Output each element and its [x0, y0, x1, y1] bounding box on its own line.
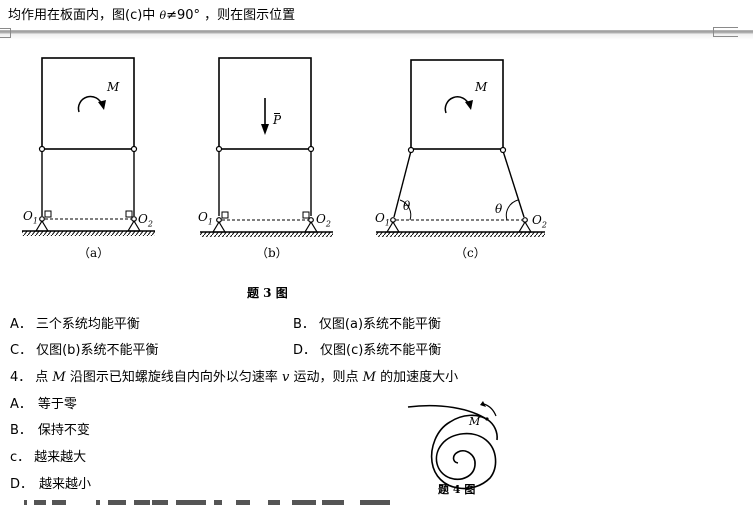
option-text: 仅图(b)系统不能平衡: [36, 343, 159, 358]
option-key: A．: [10, 317, 32, 332]
q3-option-d[interactable]: D．仅图(c)系统不能平衡: [293, 343, 441, 359]
o1-subscript: 1: [384, 218, 390, 228]
q4-text-2: 沿图示已知螺旋线自内向外以匀速率: [65, 370, 282, 385]
panel-c-label: （c）: [455, 246, 486, 260]
panel-a: [22, 57, 155, 236]
panel-c-o2-label: O2: [532, 213, 547, 229]
panel-a-o2-label: O2: [138, 212, 153, 228]
q4-option-d[interactable]: D． 越来越小: [10, 477, 91, 493]
panel-c-o1-label: O1: [375, 211, 390, 227]
q4-speed-v: v: [282, 370, 290, 385]
option-text: 越来越大: [34, 450, 87, 465]
option-text: 保持不变: [37, 423, 90, 438]
q3-option-c[interactable]: C．仅图(b)系统不能平衡: [10, 343, 158, 359]
q3-option-a[interactable]: A．三个系统均能平衡: [10, 317, 140, 333]
option-text: 越来越小: [39, 477, 92, 492]
option-key: B．: [10, 423, 32, 438]
page-break-shadow: [0, 34, 753, 40]
panel-a-o1-label: O1: [23, 209, 38, 225]
q4-option-b[interactable]: B． 保持不变: [10, 423, 90, 439]
cropped-next-line: [24, 500, 390, 505]
q4-text-3: 运动，则点: [289, 370, 363, 385]
option-key: c．: [10, 450, 31, 465]
q4-point-m: M: [52, 370, 66, 385]
o2-subscript: 2: [325, 219, 331, 229]
option-text: 仅图(a)系统不能平衡: [318, 317, 442, 332]
o2-letter: O: [138, 212, 148, 226]
theta-symbol: θ: [159, 9, 167, 22]
panel-b-o2-label: O2: [316, 212, 331, 228]
option-text: 三个系统均能平衡: [35, 317, 140, 332]
q4-point-m-2: M: [362, 370, 376, 385]
o1-letter: O: [23, 209, 33, 223]
q3-option-b[interactable]: B．仅图(a)系统不能平衡: [293, 317, 441, 333]
right-margin-marker: [713, 27, 738, 37]
spiral-curve: [430, 414, 497, 490]
panel-b-force-label: P: [273, 113, 282, 127]
option-key: B．: [293, 317, 315, 332]
q4-text-1: 点: [35, 370, 53, 385]
option-key: C．: [10, 343, 33, 358]
question-stem-fragment: 均作用在板面内，图(c)中 θ≠90° ，则在图示位置: [8, 8, 295, 24]
panel-c-theta-left: θ: [403, 199, 411, 213]
panel-c-theta-right: θ: [495, 202, 503, 216]
panel-a-moment-label: M: [107, 80, 120, 94]
figure-4-caption: 题 4 图: [438, 483, 476, 496]
o1-letter: O: [375, 211, 385, 225]
figure-4-point-label: M: [469, 415, 481, 428]
panel-c-moment-label: M: [475, 80, 488, 94]
stem-text-after: ≠90° ，则在图示位置: [166, 8, 296, 23]
o1-subscript: 1: [207, 217, 213, 227]
figure-3-diagram: [22, 57, 545, 237]
force-vector-bar: [274, 113, 280, 114]
panel-b-label: （b）: [256, 246, 288, 260]
o2-letter: O: [316, 212, 326, 226]
figure-3-caption: 题 3 图: [247, 286, 288, 300]
option-text: 仅图(c)系统不能平衡: [320, 343, 442, 358]
q4-option-c[interactable]: c．越来越大: [10, 450, 86, 466]
panel-b: [200, 57, 333, 237]
option-key: D．: [10, 477, 34, 492]
o1-subscript: 1: [32, 216, 38, 226]
left-margin-marker: [0, 28, 11, 38]
panel-b-o1-label: O1: [198, 210, 213, 226]
o2-letter: O: [532, 213, 542, 227]
panel-c: [376, 59, 545, 237]
option-key: A．: [10, 397, 32, 412]
q4-number: 4．: [10, 370, 32, 385]
o1-letter: O: [198, 210, 208, 224]
stem-text-before: 均作用在板面内，图(c)中: [8, 8, 160, 23]
option-text: 等于零: [37, 397, 77, 412]
page-break-separator: [0, 30, 753, 34]
q4-option-a[interactable]: A． 等于零: [10, 397, 77, 413]
option-key: D．: [293, 343, 317, 358]
o2-subscript: 2: [541, 220, 547, 230]
q4-text-4: 的加速度大小: [375, 370, 459, 385]
panel-a-label: （a）: [78, 246, 110, 260]
q4-stem: 4．点 M 沿图示已知螺旋线自内向外以匀速率 v 运动，则点 M 的加速度大小: [10, 370, 458, 386]
o2-subscript: 2: [147, 219, 153, 229]
